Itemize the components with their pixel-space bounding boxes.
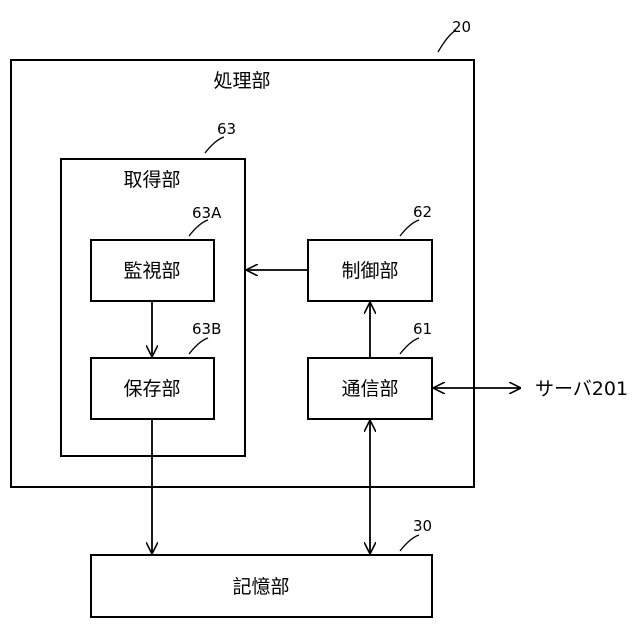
memory-unit-ref: 30 [413,517,432,535]
acquisition-unit-ref: 63 [217,120,236,138]
memory-unit-leader [400,535,419,551]
control-unit-label: 制御部 [341,260,398,282]
acquisition-unit-label: 取得部 [123,169,180,191]
storage-unit-ref: 63B [192,320,221,338]
processing-unit-ref: 20 [452,18,471,36]
monitoring-unit-ref: 63A [192,204,222,222]
communication-unit-ref: 61 [413,320,432,338]
communication-unit-label: 通信部 [341,378,398,400]
storage-unit-label: 保存部 [123,378,180,400]
server-label: サーバ201 [535,378,628,400]
monitoring-unit-label: 監視部 [123,260,180,282]
processing-unit-label: 処理部 [213,70,270,92]
memory-unit-label: 記憶部 [232,576,289,598]
control-unit-ref: 62 [413,203,432,221]
